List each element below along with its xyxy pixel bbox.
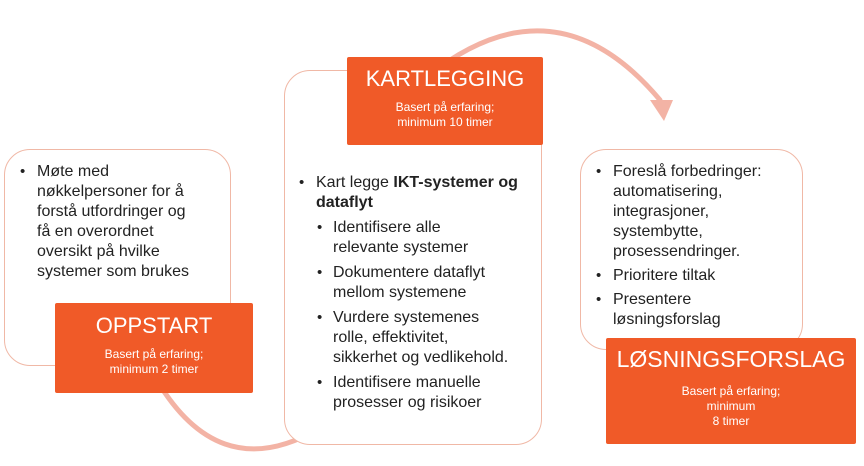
intro-text: Kart legge [316,174,394,191]
label-losningsforslag: LØSNINGSFORSLAG Basert på erfaring; mini… [606,338,856,444]
list-item: Kart legge IKT-systemer og dataflyt [299,173,541,213]
text-line: prosesser og risikoer [333,394,482,411]
subtitle-line: minimum 10 timer [397,115,493,129]
text-line: systemer som brukes [37,263,190,280]
list-item: Prioritere tiltak [596,266,802,286]
stage-title: OPPSTART [95,313,213,338]
subtitle-line: 8 timer [712,414,750,428]
text-line: sikkerhet og vedlikehold. [333,349,509,366]
text-line: Prioritere tiltak [613,267,716,284]
arrow-head-icon [650,100,673,121]
text-line: Vurdere systemenes [333,309,480,326]
text-line: forstå utfordringer og [37,203,186,220]
text-line: Identifisere manuelle [333,374,481,391]
intro-bold: IKT-systemer og [393,174,518,191]
sub-list-item: Identifisere manuelle prosesser og risik… [299,373,541,413]
arrow-kartlegging-to-losningsforslag [425,28,663,103]
text-line: Foreslå forbedringer: [613,163,762,180]
sub-list-item: Vurdere systemenes rolle, effektivitet, … [299,308,541,368]
text-line: Møte med [37,163,110,180]
text-line: automatisering, [613,183,723,200]
text-line: rolle, effektivitet, [333,329,449,346]
text-line: Identifisere alle [333,219,441,236]
label-oppstart: OPPSTART Basert på erfaring; minimum 2 t… [55,303,253,393]
text-line: systembytte, [613,223,703,240]
sub-list-item: Dokumentere dataflyt mellom systemene [299,263,541,303]
stage-subtitle: Basert på erfaring; minimum 8 timer [606,384,856,429]
intro-bold: dataflyt [316,194,373,211]
subtitle-line: minimum 2 timer [109,362,199,376]
text-line: løsningsforslag [613,311,721,328]
label-kartlegging: KARTLEGGING Basert på erfaring; minimum … [347,57,543,145]
card-losningsforslag: Foreslå forbedringer: automatisering, in… [580,149,803,350]
text-line: oversikt på hvilke [37,243,160,260]
stage-subtitle: Basert på erfaring; minimum 2 timer [55,347,253,377]
text-line: Dokumentere dataflyt [333,264,486,281]
text-line: prosessendringer. [613,243,741,260]
list-item: Foreslå forbedringer: automatisering, in… [596,162,802,262]
stage-subtitle: Basert på erfaring; minimum 10 timer [347,100,543,130]
text-line: Presentere [613,291,692,308]
sub-list-item: Identifisere alle relevante systemer [299,218,541,258]
subtitle-line: Basert på erfaring; [395,100,495,114]
text-line: mellom systemene [333,284,467,301]
text-line: relevante systemer [333,239,469,256]
losningsforslag-list: Foreslå forbedringer: automatisering, in… [596,162,802,330]
subtitle-line: minimum [706,399,756,413]
stage-title: KARTLEGGING [365,66,525,91]
subtitle-line: Basert på erfaring; [104,347,204,361]
kartlegging-list: Kart legge IKT-systemer og dataflyt Iden… [299,173,541,413]
list-item: Presentere løsningsforslag [596,290,802,330]
arrow-oppstart-to-kartlegging [147,365,323,452]
card-oppstart: Møte med nøkkelpersoner for å forstå utf… [4,149,231,366]
stage-title: LØSNINGSFORSLAG [616,346,846,372]
text-line: nøkkelpersoner for å [37,183,184,200]
text-line: integrasjoner, [613,203,710,220]
oppstart-list: Møte med nøkkelpersoner for å forstå utf… [20,162,230,282]
subtitle-line: Basert på erfaring; [681,384,781,398]
text-line: få en overordnet [37,223,154,240]
list-item: Møte med nøkkelpersoner for å forstå utf… [20,162,230,282]
